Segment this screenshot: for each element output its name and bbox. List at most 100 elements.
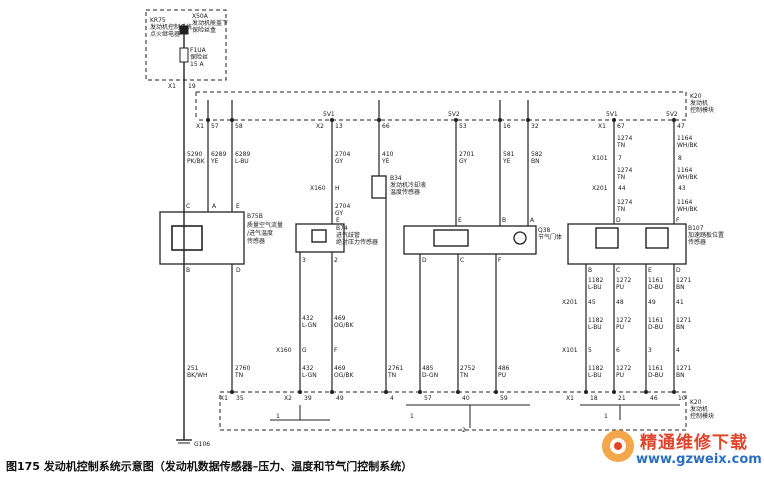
pin-letter: C [186,203,190,210]
ground-label: G106 [194,441,210,448]
wire-code: 5290 [187,151,202,158]
conn-pin: 3 [648,347,652,354]
wire-color: GY [335,158,343,165]
wire-code: 1274 [617,135,632,142]
pin-h: H [335,185,340,192]
fuse-name: 保险丝 [190,53,208,61]
wire-color: OG/BK [334,322,355,329]
b75b-name2: /进气温度 [247,229,273,237]
wire-color: TN [616,206,625,213]
fuse-block-id: X50A [192,13,209,20]
wire-code: 432 [302,365,314,372]
relay-id: KR75 [150,17,166,24]
wire-color: YE [381,158,390,165]
conn-x160: X160 [276,347,292,354]
wire-code: 2761 [388,365,403,372]
wire-code: 410 [382,151,394,158]
wire-code: 469 [334,315,346,322]
pin-letter: D [236,267,241,274]
conn-pin: G [302,347,307,354]
wire-code: 1271 [676,317,691,324]
wire-color: L-BU [588,324,602,331]
wire-color: PU [616,324,624,331]
conn-x201: X201 [562,299,578,306]
pin-letter: E [648,267,652,274]
top-pin: 53 [459,123,467,130]
ecm-top-name: 发动机 [690,99,708,107]
wire-code: 2704 [335,203,350,210]
wire-color: BN [676,324,685,331]
wire-code: 1271 [676,365,691,372]
bottom-conn-x2: X2 [284,395,292,402]
wire-color: PU [498,372,506,379]
wire-color: YE [210,158,219,165]
top-conn-x1: X1 [598,123,606,130]
wire-color: L-GN [302,372,317,379]
top-pin: 16 [503,123,511,130]
wire-color: TN [387,372,396,379]
b74-name2: 绝对压力传感器 [336,238,378,246]
bottom-pin: 49 [336,395,344,402]
fuse-id: F1UA [190,47,207,54]
bottom-pin: 21 [618,395,626,402]
wire-color: TN [459,372,468,379]
q38-id: Q38 [538,227,551,234]
pin-letter: E [236,203,240,210]
fuse-block-name2: 保险丝盒 [192,26,216,34]
b74-sensor-box [295,223,345,253]
b75b-sensor-box [159,211,245,265]
pin-19: 19 [188,83,196,90]
wire-color: BN [676,284,685,291]
supply-5v1: 5V1 [323,111,335,118]
pin-letter: A [212,203,217,210]
b75b-id: B75B [247,213,263,220]
watermark-title: 精通维修下载 [640,433,748,453]
conn-pin: 45 [588,299,596,306]
q38-name: 节气门体 [538,233,562,241]
wire-code: 486 [498,365,510,372]
fuse-block-outline [145,9,227,81]
ecm-bottom-outline [219,391,687,431]
wire-code: 1164 [677,199,692,206]
wire-color: TN [616,174,625,181]
relay-name2: 点火继电器 [150,30,180,38]
b107-sensor-box [567,223,687,265]
watermark-url: www.gzweix.com [636,452,762,467]
wire-color: D-BU [648,284,663,291]
wire-code: 2760 [235,365,250,372]
bottom-pin: 57 [424,395,432,402]
pin-letter: B [186,267,190,274]
pin-letter: C [616,267,620,274]
q38-throttle-box [403,225,537,255]
wire-color: PU [616,372,624,379]
wire-color: TN [234,372,243,379]
wire-code: 1272 [616,365,631,372]
conn-x101: X101 [592,155,608,162]
b75b-name: 质量空气流量 [247,221,283,229]
wire-color: PK/BK [187,158,206,165]
wire-code: 432 [302,315,314,322]
supply-5v2: 5V2 [666,111,678,118]
shield-label: 1 [410,413,414,420]
pin-letter: D [616,217,621,224]
pin-letter: 3 [302,257,306,264]
gear-logo-icon [602,430,634,462]
conn-pin: 41 [676,299,684,306]
wire-color: YE [502,158,511,165]
top-pin: 58 [235,123,243,130]
wire-color: D-BU [648,324,663,331]
pin-letter: B [502,217,506,224]
shield-label: 1 [276,413,280,420]
shield-label: 2 [462,427,466,434]
wire-code: 1182 [588,277,603,284]
pin-letter: B [588,267,592,274]
bottom-pin: 46 [650,395,658,402]
pin-letter: C [460,257,464,264]
ecm-bottom-name: 发动机 [690,405,708,413]
supply-5v1: 5V1 [606,111,618,118]
pin-letter: 2 [334,257,338,264]
wire-color: L-BU [588,372,602,379]
wire-code: 2704 [335,151,350,158]
top-pin: 66 [382,123,390,130]
